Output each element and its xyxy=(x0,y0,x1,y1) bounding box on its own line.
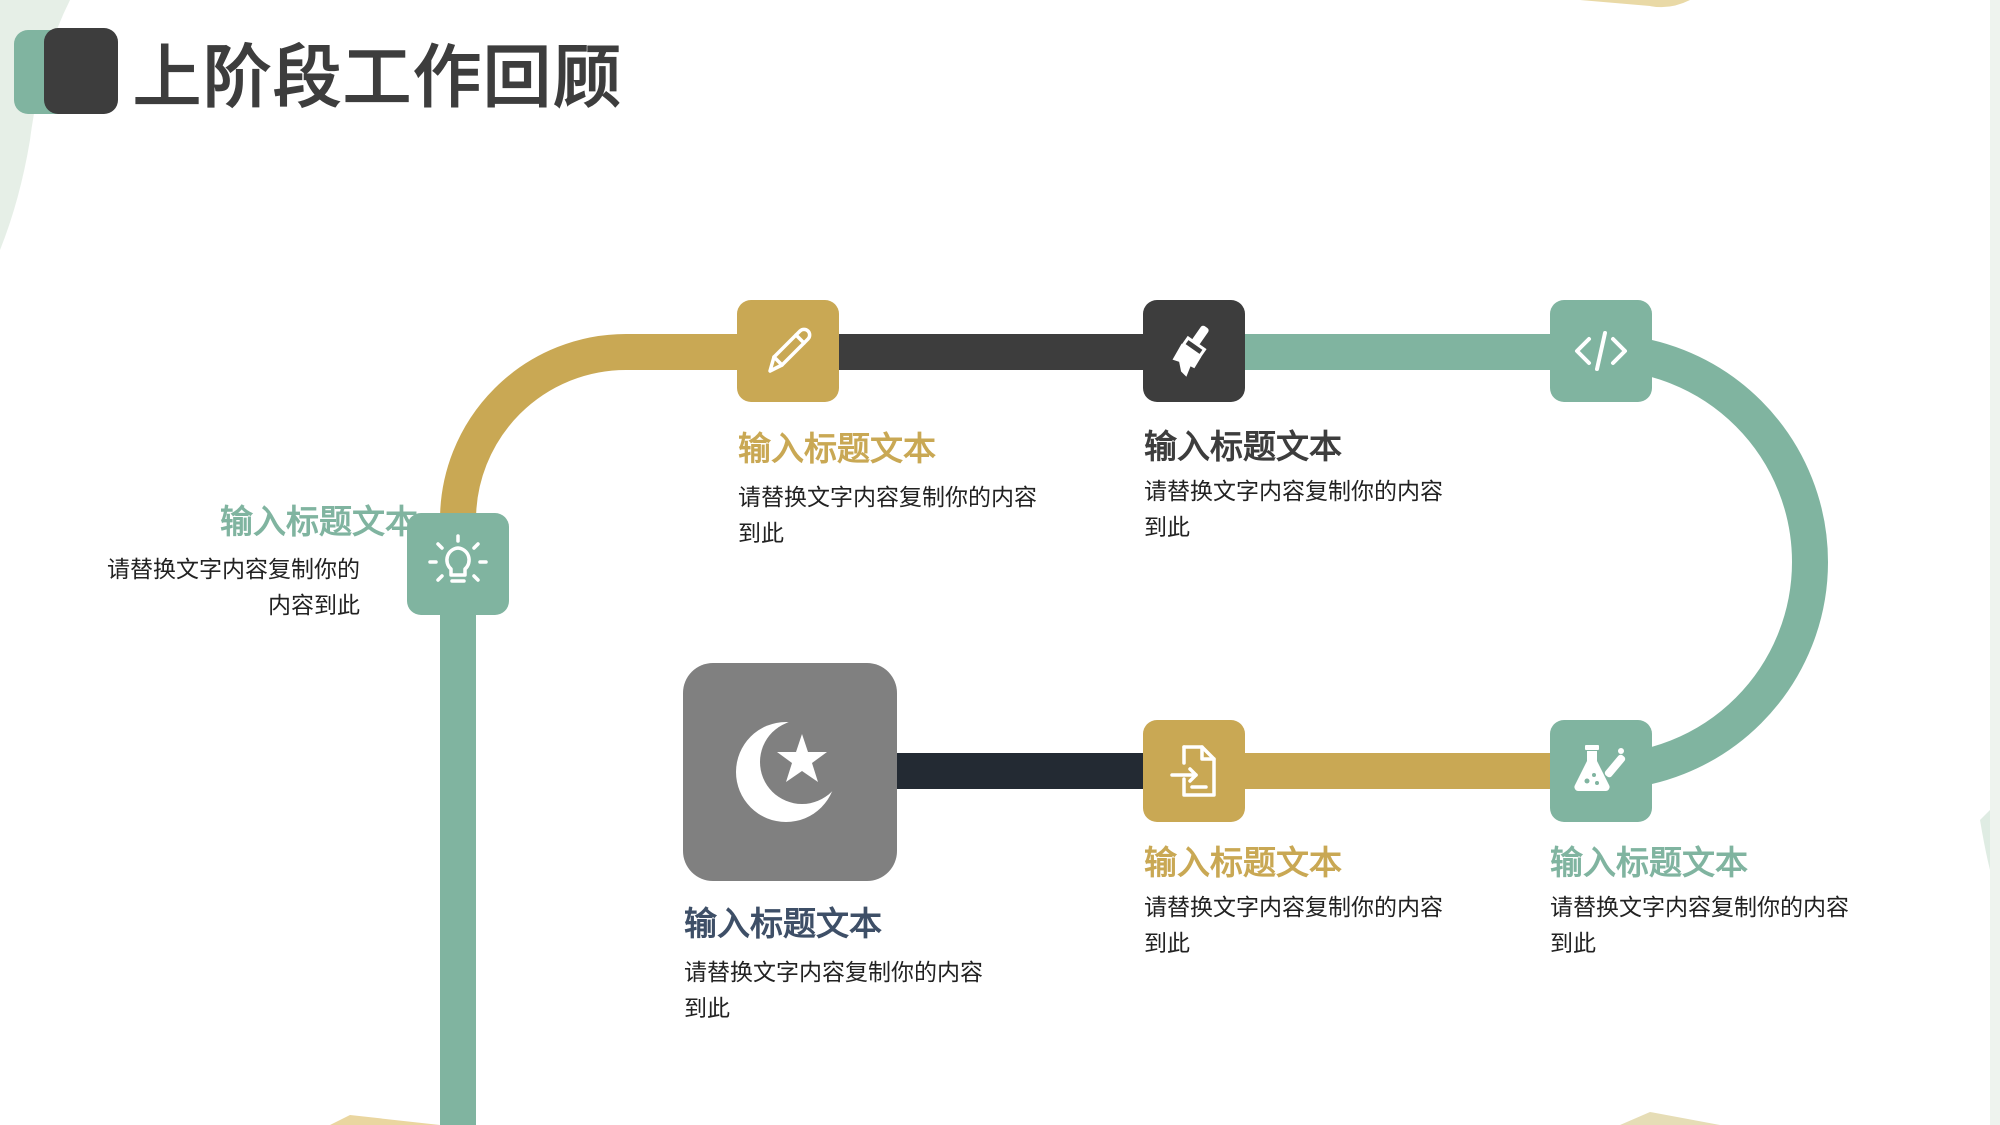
stop-desc-flask: 请替换文字内容复制你的内容 到此 xyxy=(1550,890,1890,962)
node-flask xyxy=(1550,720,1652,822)
stop-title-paint-brush: 输入标题文本 xyxy=(1144,427,1342,466)
star-crescent-icon xyxy=(736,720,844,822)
node-star-crescent xyxy=(683,663,897,881)
stop-title-flask: 输入标题文本 xyxy=(1550,843,1748,882)
stop-desc-pencil: 请替换文字内容复制你的内容 到此 xyxy=(738,480,1078,552)
paint-brush-icon xyxy=(1172,325,1209,377)
node-paint-brush xyxy=(1143,300,1245,402)
stop-desc-line: 内容到此 xyxy=(268,593,360,619)
lightbulb-icon xyxy=(428,534,488,583)
file-import-icon xyxy=(1170,745,1216,797)
node-lightbulb xyxy=(407,513,509,615)
stop-desc-line: 请替换文字内容复制你的内容 xyxy=(738,485,1037,511)
stop-desc-star-crescent: 请替换文字内容复制你的内容 到此 xyxy=(684,955,1024,1027)
stop-desc-file-import: 请替换文字内容复制你的内容 到此 xyxy=(1144,890,1484,962)
stop-desc-line: 到此 xyxy=(1144,931,1190,957)
page-title: 上阶段工作回顾 xyxy=(133,39,624,118)
node-file-import xyxy=(1143,720,1245,822)
stop-title-pencil: 输入标题文本 xyxy=(738,429,936,468)
node-code xyxy=(1550,300,1652,402)
stop-desc-line: 到此 xyxy=(738,521,784,547)
stop-desc-line: 到此 xyxy=(684,996,730,1022)
stop-desc-line: 请替换文字内容复制你的 xyxy=(107,557,360,583)
stop-title-star-crescent: 输入标题文本 xyxy=(684,904,882,943)
code-icon xyxy=(1575,331,1627,371)
node-pencil xyxy=(737,300,839,402)
stop-desc-line: 请替换文字内容复制你的内容 xyxy=(1144,479,1443,505)
flask-icon xyxy=(1574,745,1626,792)
stop-desc-line: 到此 xyxy=(1550,931,1596,957)
stop-desc-line: 请替换文字内容复制你的内容 xyxy=(1144,895,1443,921)
stop-desc-lightbulb: 请替换文字内容复制你的 内容到此 xyxy=(40,552,360,624)
stop-title-lightbulb: 输入标题文本 xyxy=(220,502,418,541)
title-badge xyxy=(44,28,118,114)
pencil-icon xyxy=(768,327,812,373)
stop-desc-line: 请替换文字内容复制你的内容 xyxy=(1550,895,1849,921)
stop-title-file-import: 输入标题文本 xyxy=(1144,843,1342,882)
stop-desc-paint-brush: 请替换文字内容复制你的内容 到此 xyxy=(1144,474,1484,546)
stop-desc-line: 到此 xyxy=(1144,515,1190,541)
stop-desc-line: 请替换文字内容复制你的内容 xyxy=(684,960,983,986)
